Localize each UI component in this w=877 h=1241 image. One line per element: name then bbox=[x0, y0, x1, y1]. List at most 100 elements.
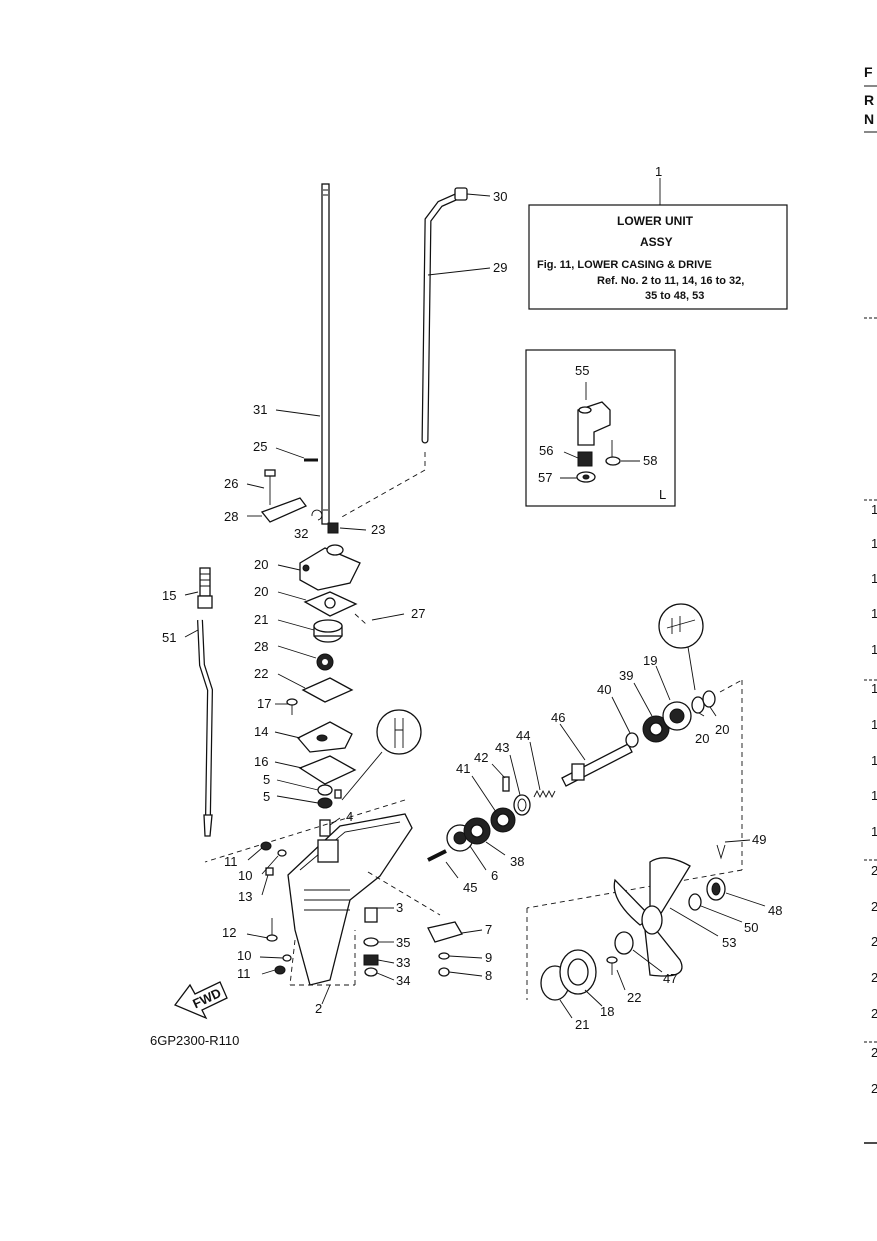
edge-num-10: 1 bbox=[871, 824, 877, 839]
gear-train bbox=[427, 690, 716, 862]
part-53-shape bbox=[197, 619, 214, 837]
assembly-note-line1: Fig. 11, LOWER CASING & DRIVE bbox=[537, 259, 712, 271]
callout-36: 32 bbox=[294, 526, 308, 541]
edge-num-13: 2 bbox=[871, 934, 877, 949]
callout-17: 17 bbox=[257, 696, 271, 711]
callout-11b: 11 bbox=[237, 966, 251, 981]
callout-31: 27 bbox=[411, 606, 425, 621]
callout-38: 34 bbox=[396, 973, 410, 988]
callout-19: 19 bbox=[643, 653, 657, 668]
callout-18: 18 bbox=[600, 1004, 614, 1019]
callout-6: 6 bbox=[491, 868, 498, 883]
callout-labels: 30 29 31 25 26 28 32 23 20 20 15 27 21 5… bbox=[162, 189, 782, 1019]
edge-num-15: 2 bbox=[871, 1006, 877, 1021]
right-edge-cropped-column: F R N 1 1 1 1 1 1 1 1 1 1 2 2 2 2 2 2 2 bbox=[864, 64, 877, 1144]
callout-4: 4 bbox=[346, 809, 353, 824]
callout-50: 48 bbox=[768, 903, 782, 918]
callout-12: 12 bbox=[222, 925, 236, 940]
callout-35: 31 bbox=[253, 402, 267, 417]
callout-9: 9 bbox=[485, 950, 492, 965]
callout-55: 55 bbox=[575, 363, 589, 378]
callout-22: 22 bbox=[627, 990, 641, 1005]
callout-15: 15 bbox=[162, 588, 176, 603]
callout-37: 33 bbox=[396, 955, 410, 970]
callout-39: 35 bbox=[396, 935, 410, 950]
propeller-assembly bbox=[540, 844, 726, 1001]
callout-33: 29 bbox=[493, 260, 507, 275]
edge-num-7: 1 bbox=[871, 717, 877, 732]
edge-num-17: 2 bbox=[871, 1081, 877, 1096]
callout-13: 13 bbox=[238, 889, 252, 904]
edge-num-8: 1 bbox=[871, 753, 877, 768]
edge-num-14: 2 bbox=[871, 970, 877, 985]
callout-42: 40 bbox=[597, 682, 611, 697]
callout-5b: 5 bbox=[263, 789, 270, 804]
callout-10a: 10 bbox=[238, 868, 252, 883]
callout-58: 58 bbox=[643, 453, 657, 468]
callout-10b: 10 bbox=[237, 948, 251, 963]
callout-53: 51 bbox=[162, 630, 176, 645]
callout-25: 21 bbox=[254, 612, 268, 627]
edge-num-3: 1 bbox=[871, 571, 877, 586]
callout-3: 3 bbox=[396, 900, 403, 915]
callout-52: 50 bbox=[744, 920, 758, 935]
callout-2: 2 bbox=[315, 1001, 322, 1016]
callout-45: 43 bbox=[495, 740, 509, 755]
edge-letter-r: R bbox=[864, 92, 874, 108]
assembly-note-line2: Ref. No. 2 to 11, 14, 16 to 32, bbox=[597, 275, 744, 287]
callout-41: 39 bbox=[619, 668, 633, 683]
edge-num-4: 1 bbox=[871, 606, 877, 621]
edge-num-9: 1 bbox=[871, 788, 877, 803]
leader-lines bbox=[184, 193, 766, 1019]
callout-14: 14 bbox=[254, 724, 268, 739]
callout-28: 28 bbox=[254, 639, 268, 654]
callout-23: 20 bbox=[254, 557, 268, 572]
assembly-title-line1: LOWER UNIT bbox=[617, 214, 694, 228]
callout-7: 7 bbox=[485, 922, 492, 937]
callout-32: 28 bbox=[224, 509, 238, 524]
water-pump-assembly bbox=[260, 458, 361, 837]
edge-letter-n: N bbox=[864, 111, 874, 127]
edge-num-11: 2 bbox=[871, 863, 877, 878]
callout-44: 42 bbox=[474, 750, 488, 765]
edge-letter-f: F bbox=[864, 64, 873, 80]
callout-30: 26 bbox=[224, 476, 238, 491]
callout-26: 22 bbox=[254, 666, 268, 681]
assembly-info-box: 1 LOWER UNIT ASSY Fig. 11, LOWER CASING … bbox=[528, 164, 788, 310]
callout-34: 30 bbox=[493, 189, 507, 204]
part-56-shape bbox=[577, 451, 593, 467]
callout-16: 16 bbox=[254, 754, 268, 769]
fwd-arrow: FWD bbox=[173, 981, 228, 1020]
edge-num-2: 1 bbox=[871, 536, 877, 551]
callout-51: 49 bbox=[752, 832, 766, 847]
part-58-shape bbox=[605, 440, 621, 466]
lower-casing-2 bbox=[287, 813, 413, 986]
callout-46: 44 bbox=[516, 728, 530, 743]
assembly-note-line3: 35 to 48, 53 bbox=[645, 290, 704, 302]
callout-11a: 11 bbox=[224, 854, 238, 869]
callout-56: 56 bbox=[539, 443, 553, 458]
assembly-title-line2: ASSY bbox=[640, 235, 673, 249]
edge-num-16: 2 bbox=[871, 1045, 877, 1060]
shift-rod-33 bbox=[421, 187, 468, 444]
callout-54: 53 bbox=[722, 935, 736, 950]
casing-fasteners bbox=[260, 841, 463, 977]
callout-29: 25 bbox=[253, 439, 267, 454]
part-15-shape bbox=[197, 567, 213, 609]
edge-num-1: 1 bbox=[871, 502, 877, 517]
callout-49: 47 bbox=[663, 971, 677, 986]
callout-47: 45 bbox=[463, 880, 477, 895]
drawing-code: 6GP2300-R110 bbox=[150, 1033, 239, 1048]
bearing-detail-circle bbox=[658, 603, 704, 691]
callout-21: 21 bbox=[575, 1017, 589, 1032]
callout-20-first: 20 bbox=[695, 731, 709, 746]
edge-num-12: 2 bbox=[871, 899, 877, 914]
callout-20-second: 20 bbox=[715, 722, 729, 737]
edge-num-6: 1 bbox=[871, 681, 877, 696]
inset-corner-letter: L bbox=[659, 487, 666, 502]
inset-box: L bbox=[525, 349, 676, 507]
callout-27: 23 bbox=[371, 522, 385, 537]
callout-57: 57 bbox=[538, 470, 552, 485]
callout-40: 38 bbox=[510, 854, 524, 869]
